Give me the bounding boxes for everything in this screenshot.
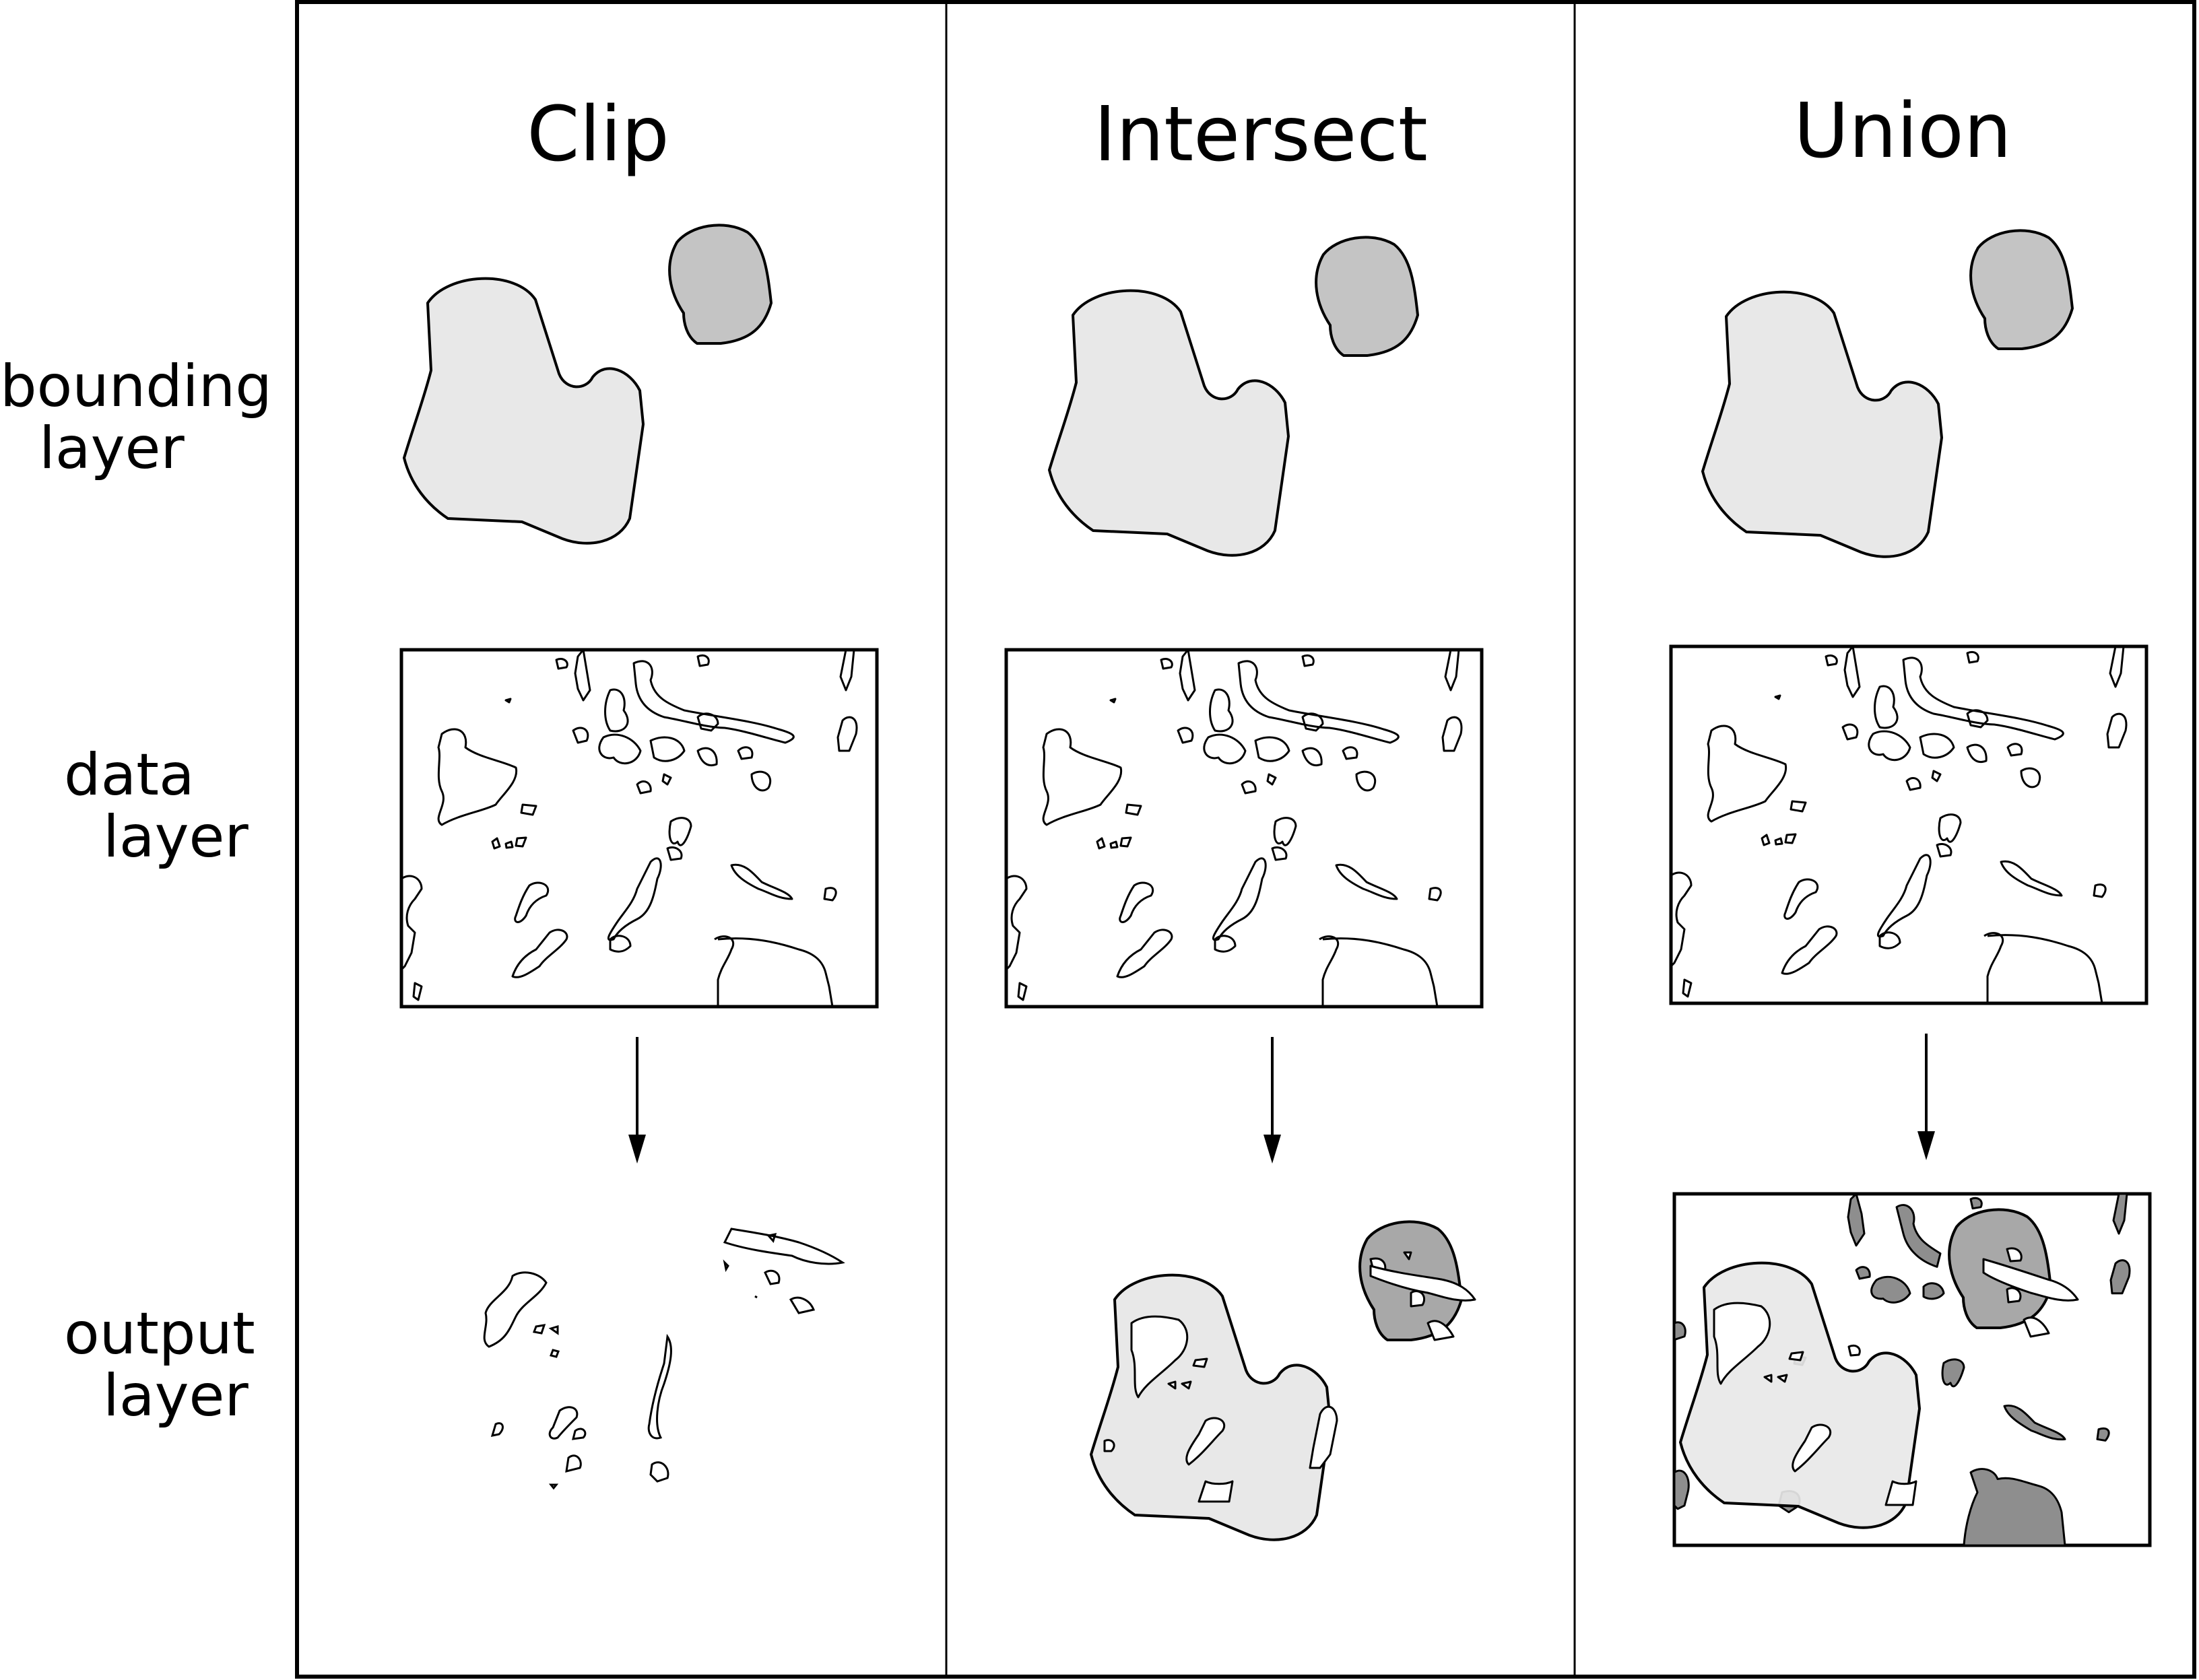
union-bounding-layer — [1701, 229, 2074, 558]
row-label-output-line1: output — [64, 1300, 255, 1368]
row-label-bounding-layer: bounding layer — [0, 356, 272, 479]
row-label-output-line2: layer — [103, 1362, 249, 1430]
row-label-data-line1: data — [64, 741, 195, 809]
row-label-output-layer: output layer — [64, 1303, 255, 1427]
clip-bounding-layer — [403, 224, 773, 545]
clip-arrow — [628, 1037, 646, 1164]
outer-frame — [295, 0, 2196, 1679]
row-label-data-line2: layer — [103, 803, 249, 871]
union-data-layer — [1669, 644, 2148, 1005]
intersect-arrow — [1263, 1037, 1281, 1164]
row-label-data-layer: data layer — [64, 744, 249, 868]
row-label-bounding-line1: bounding — [0, 353, 272, 420]
intersect-bounding-layer — [1048, 236, 1419, 557]
column-title-union: Union — [1794, 88, 2012, 175]
intersect-data-layer — [1004, 648, 1484, 1009]
union-output-layer — [1672, 1192, 2152, 1547]
clip-output-layer — [483, 1228, 845, 1490]
intersect-output-layer — [1090, 1220, 1476, 1541]
union-arrow — [1917, 1034, 1935, 1160]
row-label-bounding-line2: layer — [39, 415, 185, 482]
column-title-intersect: Intersect — [1094, 91, 1428, 178]
column-title-clip: Clip — [527, 91, 669, 178]
clip-data-layer — [399, 648, 879, 1009]
